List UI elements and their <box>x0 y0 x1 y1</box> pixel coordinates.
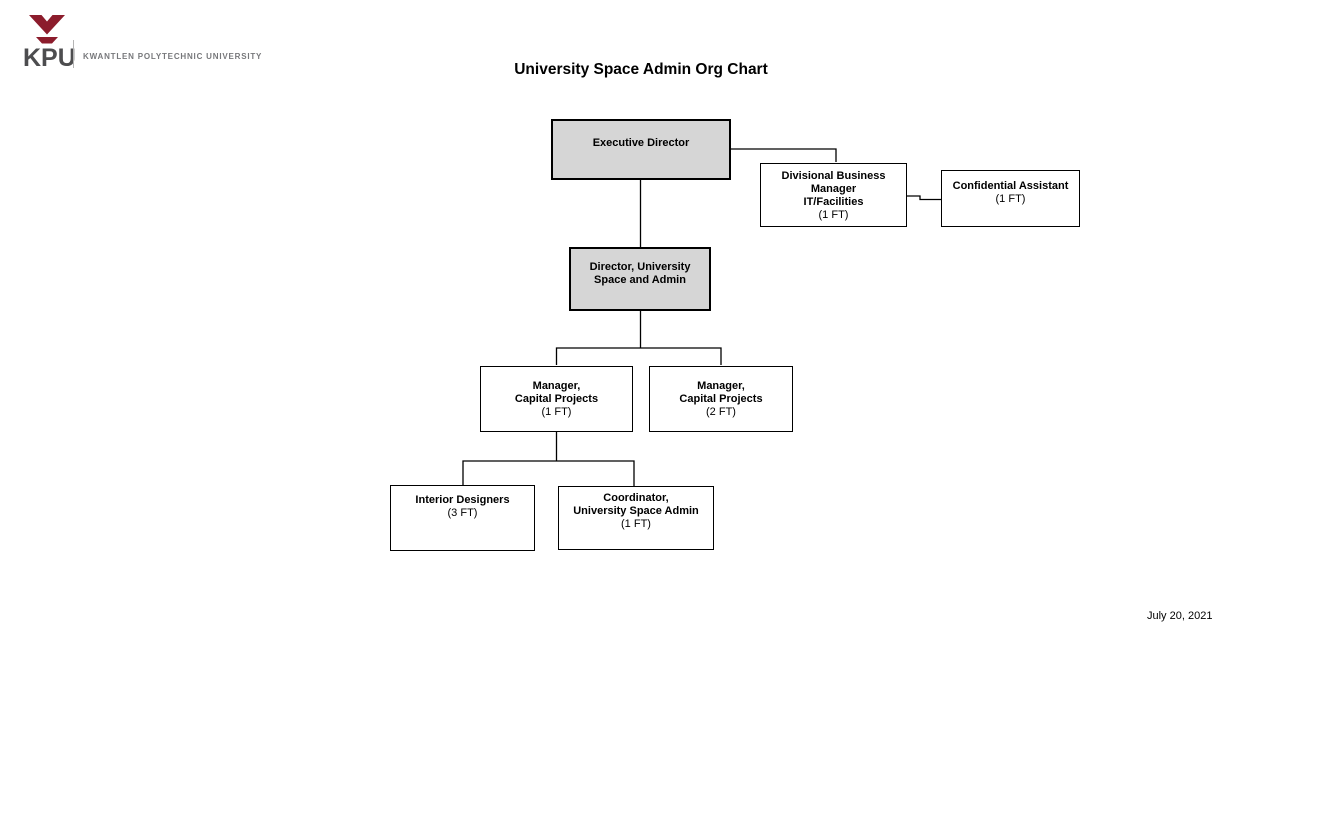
org-node-manager-capital-projects-2: Manager, Capital Projects (2 FT) <box>649 366 793 432</box>
org-node-manager-capital-projects-1: Manager, Capital Projects (1 FT) <box>480 366 633 432</box>
node-title: Interior Designers <box>415 494 510 506</box>
kpu-logo: KPU KWANTLEN POLYTECHNIC UNIVERSITY <box>0 0 320 90</box>
node-title: Space and Admin <box>594 274 686 286</box>
node-title: Director, University <box>589 261 691 273</box>
kpu-acronym: KPU <box>23 44 76 72</box>
logo-divider <box>73 40 74 68</box>
node-title: Coordinator, <box>603 492 669 504</box>
kpu-eagle-icon <box>29 15 65 44</box>
node-title: Divisional Business <box>781 170 886 182</box>
node-headcount: (3 FT) <box>447 507 478 519</box>
node-title: Capital Projects <box>514 393 599 405</box>
node-headcount: (1 FT) <box>541 406 572 418</box>
org-node-director-university-space: Director, University Space and Admin <box>569 247 711 311</box>
date-label: July 20, 2021 <box>1147 610 1213 622</box>
org-node-coordinator-university-space-admin: Coordinator, University Space Admin (1 F… <box>558 486 714 550</box>
org-node-divisional-business-manager: Divisional Business Manager IT/Facilitie… <box>760 163 907 227</box>
node-headcount: (1 FT) <box>995 193 1026 205</box>
org-node-confidential-assistant: Confidential Assistant (1 FT) <box>941 170 1080 227</box>
org-node-executive-director: Executive Director <box>551 119 731 180</box>
node-headcount: (1 FT) <box>818 209 849 221</box>
page-title: University Space Admin Org Chart <box>514 61 768 78</box>
node-title: Manager, <box>697 380 745 392</box>
node-headcount: (2 FT) <box>706 406 736 418</box>
node-title: Confidential Assistant <box>952 180 1069 192</box>
node-title: Manager <box>810 183 857 195</box>
node-title: IT/Facilities <box>803 196 864 208</box>
node-title: Manager, <box>532 380 581 392</box>
node-title: University Space Admin <box>573 505 699 517</box>
university-name: KWANTLEN POLYTECHNIC UNIVERSITY <box>83 52 263 61</box>
node-headcount: (1 FT) <box>621 518 651 530</box>
org-node-interior-designers: Interior Designers (3 FT) <box>390 485 535 551</box>
node-title: Executive Director <box>592 137 690 149</box>
node-title: Capital Projects <box>679 393 763 405</box>
